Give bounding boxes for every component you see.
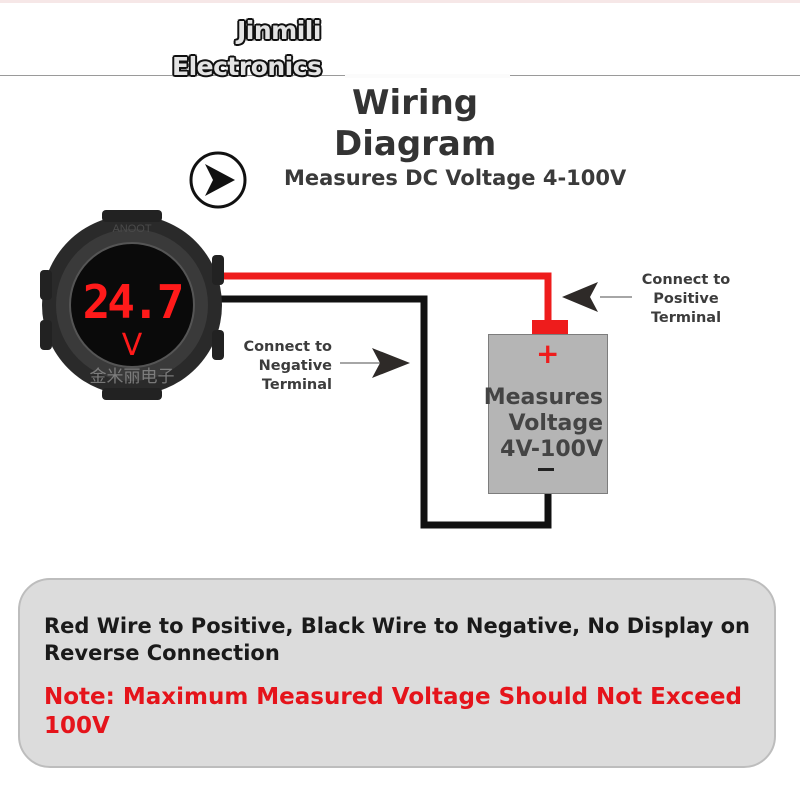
meter-unit: V [122, 328, 143, 363]
positive-terminal-label: Connect to Positive Terminal [641, 272, 731, 326]
positive-wire [218, 272, 552, 322]
page-title-line1: Wiring [352, 83, 479, 123]
page-title-line2: Diagram [334, 124, 497, 164]
svg-text:ANOOT: ANOOT [112, 223, 151, 235]
battery-text-line2: Voltage [508, 411, 603, 436]
meter-reading: 24.7 [83, 275, 182, 329]
battery-text-line1: Measures [483, 385, 603, 410]
negative-terminal-label: Connect to Negative Terminal [243, 339, 332, 393]
note-panel [18, 578, 776, 768]
arrow-right-icon [372, 348, 410, 378]
header-divider-gap [345, 74, 510, 78]
battery-text-line3: 4V-100V [500, 437, 603, 462]
svg-text:金米丽电子: 金米丽电子 [90, 367, 175, 387]
brand-name-line2: Electronics [172, 52, 322, 81]
top-border-strip [0, 0, 800, 3]
arrow-left-icon [562, 282, 598, 312]
instruction-text-line1: Red Wire to Positive, Black Wire to Nega… [44, 614, 750, 638]
brand-name-line1: Jinmili [237, 16, 321, 45]
minus-icon [538, 468, 554, 471]
plus-icon: + [536, 337, 560, 370]
page-subtitle: Measures DC Voltage 4-100V [284, 166, 627, 190]
play-arrow-circle-icon [189, 151, 247, 209]
battery-positive-cap [532, 320, 568, 334]
voltmeter-device: ANOOT 24.7 V 金米丽电子 [40, 210, 224, 400]
battery: Measures Voltage 4V-100V [484, 334, 608, 494]
negative-wire [218, 295, 552, 529]
warning-text-line2: 100V [44, 713, 110, 739]
warning-text-line1: Note: Maximum Measured Voltage Should No… [44, 684, 742, 710]
instruction-text-line2: Reverse Connection [44, 641, 280, 665]
